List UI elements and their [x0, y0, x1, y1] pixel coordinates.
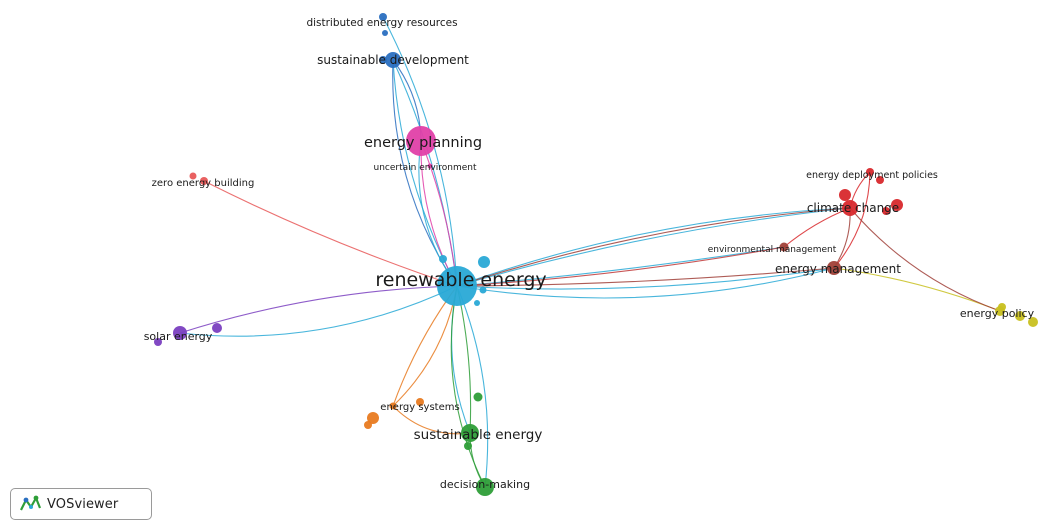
- renewable-energy-satellite-node: [478, 256, 490, 268]
- solar-energy-satellite-node: [212, 323, 222, 333]
- energy-policy-satellite-node: [1015, 311, 1025, 321]
- sustainable-development-label: sustainable development: [317, 53, 469, 67]
- link-solar-energy-renewable-energy: [179, 285, 458, 334]
- energy-policy-node[interactable]: [995, 306, 1005, 316]
- energy-management-node[interactable]: [827, 261, 841, 275]
- link-climate-change-renewable-energy: [456, 207, 851, 287]
- energy-policy-satellite-node: [1028, 317, 1038, 327]
- link-zero-energy-building-renewable-energy: [203, 180, 458, 287]
- sustainable-development-node[interactable]: [385, 52, 401, 68]
- energy-systems-satellite-node: [364, 421, 372, 429]
- sustainable-energy-satellite-node: [473, 392, 483, 402]
- link-renewable-energy-environmental-management: [456, 246, 785, 287]
- renewable-energy-satellite-node: [479, 286, 487, 294]
- environmental-management-label: environmental management: [708, 245, 837, 255]
- energy-planning-node[interactable]: [406, 126, 436, 156]
- link-energy-management-climate-change: [833, 207, 851, 269]
- energy-planning-label: energy planning: [364, 135, 482, 151]
- energy-deployment-policies-node[interactable]: [866, 168, 874, 176]
- solar-energy-node[interactable]: [173, 326, 187, 340]
- energy-systems-satellite-node: [416, 398, 424, 406]
- climate-change-satellite-node: [839, 189, 851, 201]
- link-renewable-energy-energy-systems: [392, 285, 458, 407]
- renewable-energy-label: renewable energy: [375, 269, 546, 291]
- zero-energy-building-node[interactable]: [200, 177, 208, 185]
- renewable-energy-satellite-node: [474, 300, 480, 306]
- link-climate-change-energy-policy: [849, 207, 1001, 312]
- link-renewable-energy-climate-change: [456, 207, 851, 287]
- link-energy-management-renewable-energy: [456, 267, 835, 287]
- zero-energy-building-satellite-node: [189, 172, 197, 180]
- zero-energy-building-label: zero energy building: [152, 178, 255, 189]
- climate-change-satellite-node: [891, 199, 903, 211]
- vosviewer-logo-text: VOSviewer: [47, 496, 119, 512]
- renewable-energy-satellite-node: [439, 255, 447, 263]
- energy-deployment-policies-satellite-node: [876, 176, 884, 184]
- vosviewer-logo-icon: [20, 495, 42, 511]
- environmental-management-node[interactable]: [779, 242, 789, 252]
- solar-energy-label: solar energy: [144, 330, 213, 343]
- climate-change-node[interactable]: [842, 200, 858, 216]
- decision-making-label: decision-making: [440, 478, 530, 491]
- link-environmental-management-renewable-energy: [456, 246, 785, 287]
- uncertain-environment-label: uncertain environment: [373, 163, 476, 173]
- renewable-energy-node[interactable]: [437, 266, 477, 306]
- vosviewer-logo: VOSviewer: [10, 488, 152, 520]
- link-renewable-energy-sustainable-development: [392, 59, 458, 287]
- climate-change-label: climate change: [807, 201, 899, 215]
- solar-energy-satellite-node: [154, 338, 162, 346]
- energy-policy-label: energy policy: [960, 307, 1035, 320]
- sustainable-energy-node[interactable]: [461, 424, 479, 442]
- distributed-energy-resources-label: distributed energy resources: [306, 17, 457, 29]
- network-links: [179, 16, 1001, 488]
- link-renewable-energy-climate-change: [456, 207, 851, 287]
- sustainable-energy-label: sustainable energy: [414, 427, 543, 443]
- link-renewable-energy-energy-management: [456, 267, 835, 290]
- uncertain-environment-node[interactable]: [427, 163, 433, 169]
- distributed-energy-resources-satellite-node: [382, 30, 388, 36]
- distributed-energy-resources-node[interactable]: [379, 13, 387, 21]
- energy-management-label: energy management: [775, 262, 901, 276]
- network-labels: distributed energy resources sustainable …: [144, 17, 1035, 491]
- climate-change-satellite-node: [882, 207, 890, 215]
- sustainable-development-satellite-node: [379, 56, 387, 64]
- link-renewable-energy-decision-making: [456, 285, 489, 488]
- link-renewable-energy-energy-systems: [392, 285, 458, 407]
- link-solar-energy-renewable-energy: [179, 285, 458, 337]
- energy-deployment-policies-label: energy deployment policies: [806, 170, 938, 181]
- energy-systems-satellite-node: [367, 412, 379, 424]
- link-energy-management-energy-deployment-policies: [833, 171, 871, 269]
- energy-systems-label: energy systems: [380, 402, 459, 413]
- energy-systems-node[interactable]: [389, 402, 397, 410]
- link-renewable-energy-energy-management: [456, 267, 835, 299]
- decision-making-node[interactable]: [476, 478, 494, 496]
- network-nodes: [154, 13, 1038, 496]
- sustainable-energy-satellite-node: [464, 442, 472, 450]
- link-sustainable-development-renewable-energy: [392, 59, 458, 287]
- link-renewable-energy-sustainable-development: [392, 59, 458, 287]
